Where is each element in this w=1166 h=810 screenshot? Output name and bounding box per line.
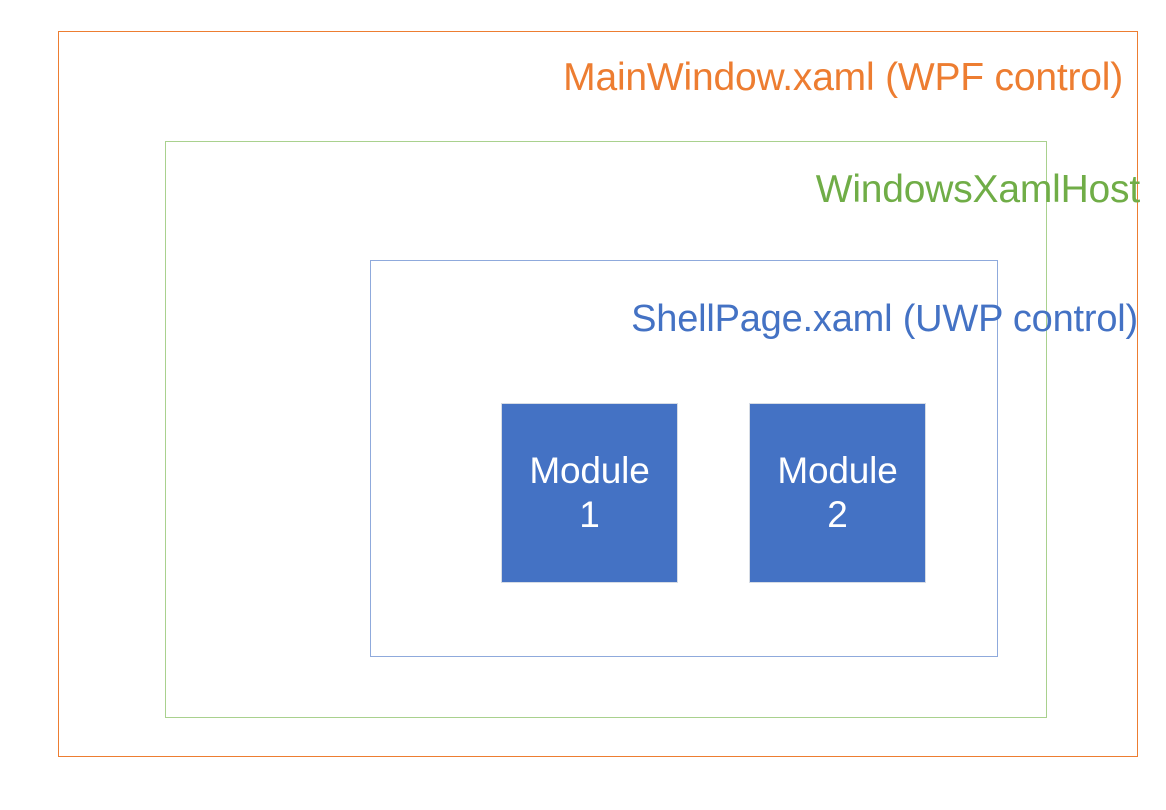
windowsxamlhost-container bbox=[165, 141, 1047, 718]
module-1-box: Module 1 bbox=[501, 403, 678, 583]
module-2-box: Module 2 bbox=[749, 403, 926, 583]
windowsxamlhost-label: WindowsXamlHost bbox=[815, 168, 1140, 211]
module-1-label: Module 1 bbox=[529, 450, 650, 535]
module-2-label: Module 2 bbox=[777, 450, 898, 535]
shellpage-container bbox=[370, 260, 998, 657]
shellpage-label: ShellPage.xaml (UWP control) bbox=[631, 298, 1138, 340]
mainwindow-label: MainWindow.xaml (WPF control) bbox=[563, 56, 1123, 99]
mainwindow-container bbox=[58, 31, 1138, 757]
